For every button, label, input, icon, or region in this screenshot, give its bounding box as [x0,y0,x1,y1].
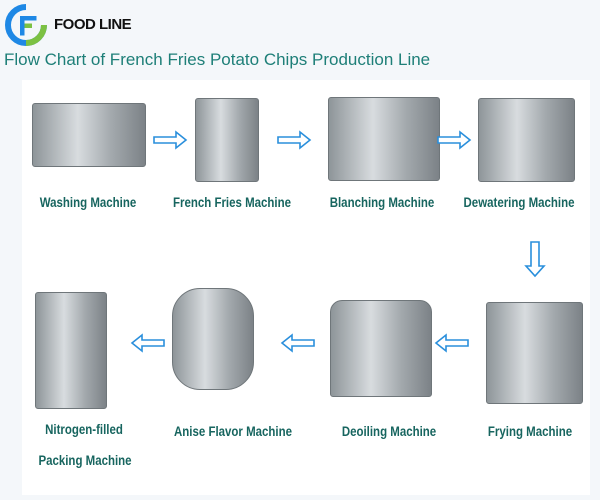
arrow-left-icon [434,333,469,353]
deoiling-machine-image [330,300,432,397]
nitrogen-packing-machine-image [35,292,107,409]
arrow-down-icon [524,241,546,278]
french-fries-machine-image [195,98,259,182]
label-frying-machine: Frying Machine [487,424,573,439]
label-packing-machine: Packing Machine [38,453,132,468]
arrow-left-icon [130,333,165,353]
arrow-right-icon [277,130,312,150]
label-blanching-machine: Blanching Machine [329,195,435,210]
label-deoiling-machine: Deoiling Machine [341,424,437,439]
label-washing-machine: Washing Machine [39,195,137,210]
blanching-machine-image [328,97,440,181]
food-line-logo-icon [5,4,47,46]
washing-machine-image [32,103,146,167]
dewatering-machine-image [478,98,575,182]
logo-text: FOOD LINE [54,16,132,33]
label-french-fries-machine: French Fries Machine [173,195,291,210]
arrow-right-icon [153,130,188,150]
page-title: Flow Chart of French Fries Potato Chips … [4,50,431,69]
arrow-left-icon [280,333,315,353]
label-dewatering-machine: Dewatering Machine [463,195,575,210]
arrow-right-icon [437,130,472,150]
label-anise-flavor-machine: Anise Flavor Machine [174,424,292,439]
label-nitrogen-filled: Nitrogen-filled [45,422,123,437]
anise-flavor-machine-image [172,288,254,390]
frying-machine-image [486,302,583,404]
